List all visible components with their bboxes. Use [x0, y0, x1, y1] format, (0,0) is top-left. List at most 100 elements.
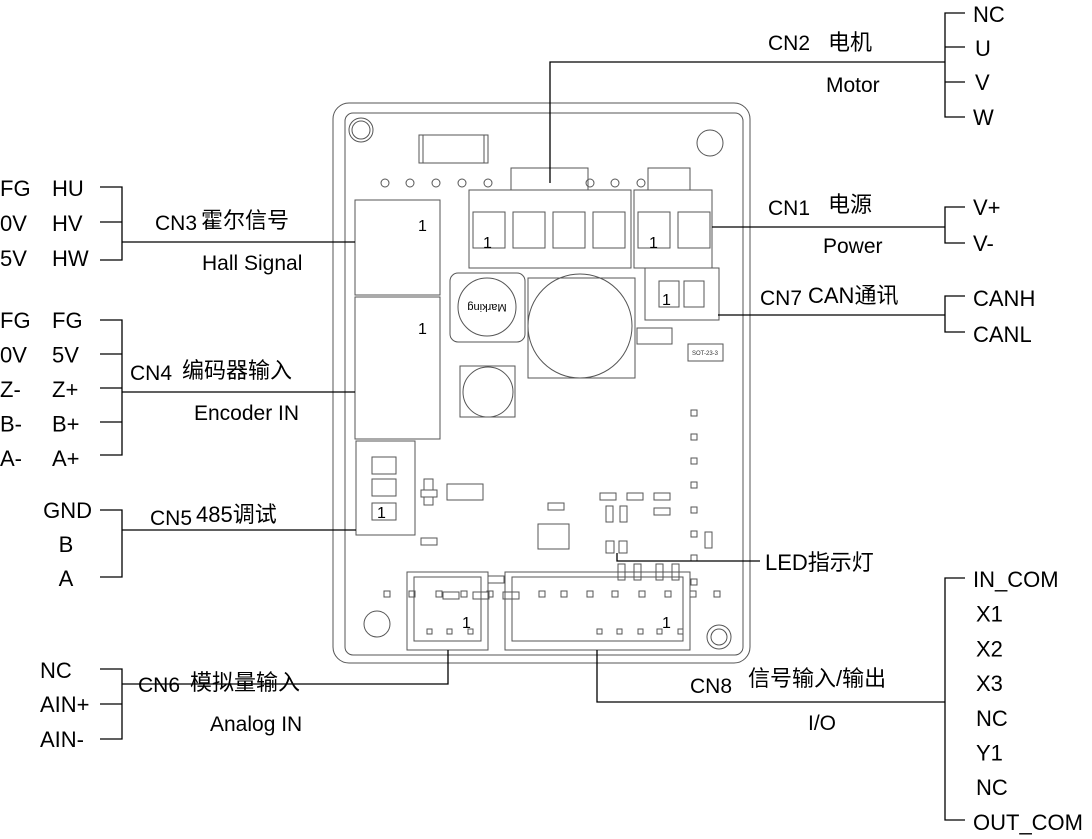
smd-0603: [420, 489, 438, 498]
test-pad: [611, 590, 619, 598]
cn8-label: CN8: [690, 675, 732, 698]
test-pad: [383, 590, 391, 598]
mounting-hole: [696, 129, 724, 157]
connector-pin: [656, 628, 663, 635]
capacitor: [527, 273, 636, 379]
resistor: [446, 483, 484, 501]
power-inductor: Marking: [449, 272, 526, 343]
cn8-connector: 1: [504, 571, 691, 651]
cn7-label: CN7: [760, 287, 802, 310]
cn7-cn-label: CAN通讯: [808, 283, 898, 308]
led: [605, 540, 615, 554]
pin-label: FG: [0, 176, 31, 201]
pin-label: FG: [0, 308, 31, 333]
marking-label: Marking: [467, 301, 506, 313]
ic-chip: [537, 523, 570, 550]
smd-0603: [704, 531, 713, 549]
pin-label: AIN-: [40, 727, 84, 752]
pin-label: Z+: [52, 377, 78, 402]
led: [618, 540, 628, 554]
via-pad: [405, 178, 415, 188]
pin-label: B+: [52, 412, 80, 437]
cn1-label: CN1: [768, 197, 810, 220]
mounting-hole: [706, 624, 732, 650]
cn2-cn-label: 电机: [828, 30, 872, 55]
pin1-marker: 1: [462, 615, 471, 632]
chip-label: SOT-23-3: [692, 351, 719, 357]
pin-label: W: [973, 105, 994, 130]
pin-label: 0V: [0, 211, 27, 236]
test-pad: [713, 590, 721, 598]
smd-0603: [502, 591, 520, 600]
pin-label: 0V: [0, 343, 27, 368]
smd-0603: [547, 502, 565, 511]
pin-label: Y1: [976, 741, 1003, 766]
test-pad: [690, 578, 698, 586]
pin-label: CANH: [973, 286, 1035, 311]
cn3-cn-label: 霍尔信号: [201, 208, 289, 233]
smd-0603: [599, 492, 617, 501]
pin-label: 5V: [52, 343, 79, 368]
pin1-marker: 1: [418, 321, 427, 338]
sot-23-3-chip: SOT-23-3: [687, 343, 724, 362]
cn6-cn-label: 模拟量输入: [190, 670, 300, 695]
pin-label: 5V: [0, 246, 27, 271]
pin-label: U: [975, 36, 991, 61]
test-pad: [690, 457, 698, 465]
pin-label: A+: [52, 446, 80, 471]
pin-label: Z-: [0, 377, 21, 402]
pin-label: HU: [52, 176, 84, 201]
pin1-marker: 1: [662, 615, 671, 632]
smd-0603: [619, 505, 628, 523]
connector-pin: [616, 628, 623, 635]
cn6-en-label: Analog IN: [210, 713, 302, 736]
smd-0603: [442, 591, 460, 600]
pin-label: NC: [973, 2, 1005, 27]
test-pad: [435, 590, 443, 598]
pin1-marker: 1: [483, 235, 492, 252]
test-pad: [690, 433, 698, 441]
connector-pin: [637, 628, 644, 635]
connector-pin: [446, 628, 453, 635]
cn4-label: CN4: [130, 362, 172, 385]
cn1-connector: 1: [633, 167, 713, 269]
pin-label: NC: [976, 775, 1008, 800]
smd-0603: [626, 492, 644, 501]
cn4-connector: 1: [354, 296, 441, 440]
connector-pin: [677, 628, 684, 635]
test-pad: [408, 590, 416, 598]
via-pad: [431, 178, 441, 188]
pin-label: HW: [52, 246, 89, 271]
pin-label: V+: [973, 195, 1001, 220]
cn4-cn-label: 编码器输入: [182, 358, 292, 383]
pin-label: A: [59, 566, 74, 591]
cn3-en-label: Hall Signal: [202, 252, 302, 275]
cn3-connector: 1: [354, 199, 441, 296]
connector-pin: [426, 628, 433, 635]
pin-label: B-: [0, 412, 22, 437]
cn7-connector: 1: [644, 267, 720, 321]
via-pad: [636, 178, 646, 188]
pin-label: FG: [52, 308, 83, 333]
mounting-hole: [363, 610, 391, 638]
pin-label: GND: [43, 498, 92, 523]
pin1-marker: 1: [377, 505, 386, 522]
connector-pin: [596, 628, 603, 635]
cn1-cn-label: 电源: [828, 192, 872, 217]
cn5-label: CN5: [150, 507, 192, 530]
test-pad: [690, 530, 698, 538]
smd-0603: [653, 492, 671, 501]
pin-label: X2: [976, 636, 1003, 661]
pcb-board: 1 1 1 1 1 Marking: [332, 102, 751, 664]
mounting-hole: [348, 117, 374, 143]
pin-label: OUT_COM: [973, 810, 1083, 835]
cn5-connector: 1: [355, 440, 416, 536]
test-pad: [560, 590, 568, 598]
pin-label: B: [59, 532, 74, 557]
pin-label: X1: [976, 602, 1003, 627]
pin1-marker: 1: [662, 292, 671, 309]
test-pad: [664, 590, 672, 598]
pin-label: A-: [0, 446, 22, 471]
pin-label: IN_COM: [973, 567, 1059, 592]
via-pad: [610, 178, 620, 188]
